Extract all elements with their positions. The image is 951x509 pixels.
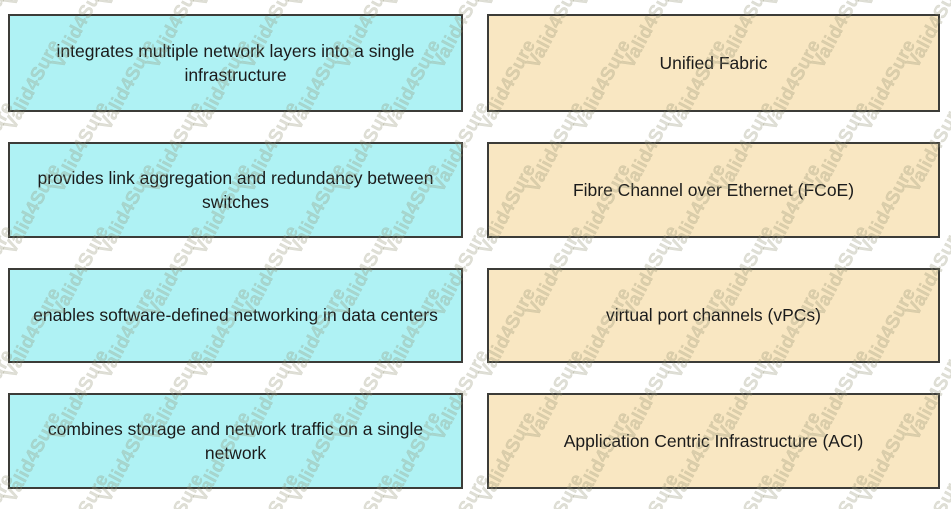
technology-card-3-label: virtual port channels (vPCs) [606,305,821,326]
description-card-4[interactable]: combines storage and network traffic on … [8,393,463,489]
technology-card-2-label: Fibre Channel over Ethernet (FCoE) [572,179,855,200]
technology-card-1[interactable]: Unified Fabric [487,14,940,112]
description-card-1-label: integrates multiple network layers into … [56,40,415,85]
description-card-3[interactable]: enables software-defined networking in d… [8,268,463,363]
technologies-column: Unified Fabric Fibre Channel over Ethern… [487,0,940,509]
description-card-1[interactable]: integrates multiple network layers into … [8,14,463,112]
technology-card-3[interactable]: virtual port channels (vPCs) [487,268,940,363]
technology-card-4-label: Application Centric Infrastructure (ACI) [563,430,864,451]
description-card-2-label: provides link aggregation and redundancy… [37,167,434,212]
descriptions-column: integrates multiple network layers into … [8,0,463,509]
description-card-2[interactable]: provides link aggregation and redundancy… [8,142,463,238]
description-card-4-label: combines storage and network traffic on … [47,418,424,463]
technology-card-1-label: Unified Fabric [659,52,768,73]
description-card-3-label: enables software-defined networking in d… [33,305,438,326]
technology-card-4[interactable]: Application Centric Infrastructure (ACI) [487,393,940,489]
technology-card-2[interactable]: Fibre Channel over Ethernet (FCoE) [487,142,940,238]
